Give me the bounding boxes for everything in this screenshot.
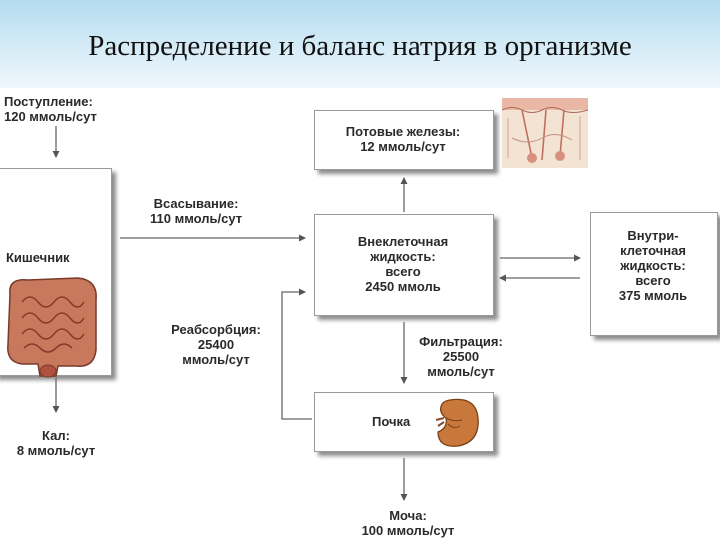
icf-box [590, 212, 718, 336]
feces-line1: Кал: [42, 428, 70, 443]
absorption-label: Всасывание: 110 ммоль/сут [150, 196, 242, 226]
slide-header [0, 0, 720, 88]
urine-line2: 100 ммоль/сут [361, 523, 455, 538]
filtration-label: Фильтрация: 25500 ммоль/сут [402, 334, 520, 379]
ecf-label: Внеклеточная жидкость: всего 2450 ммоль [314, 234, 492, 294]
reabsorption-line3: ммоль/сут [182, 352, 250, 367]
icf-line4: всего [635, 273, 671, 288]
absorption-line1: Всасывание: [153, 196, 239, 211]
slide-title: Распределение и баланс натрия в организм… [88, 30, 632, 62]
icf-line5: 375 ммоль [618, 288, 688, 303]
ecf-box [314, 214, 494, 316]
icf-line3: жидкость: [620, 258, 686, 273]
urine-label: Моча: 100 ммоль/сут [346, 508, 470, 538]
icf-line2: клеточная [620, 243, 686, 258]
sweat-glands-label: Потовые железы: 12 ммоль/сут [314, 124, 492, 154]
urine-line1: Моча: [389, 508, 427, 523]
intake-line2: 120 ммоль/сут [4, 109, 97, 124]
reabsorption-label: Реабсорбция: 25400 ммоль/сут [157, 322, 275, 367]
skin-illustration [502, 98, 588, 168]
sweat-glands-box [314, 110, 494, 170]
ecf-line4: 2450 ммоль [365, 279, 441, 294]
sweat-glands-line2: 12 ммоль/сут [360, 139, 446, 154]
feces-line2: 8 ммоль/сут [16, 443, 96, 458]
filtration-line2: 25500 [442, 349, 480, 364]
kidney-illustration [435, 398, 479, 447]
absorption-line2: 110 ммоль/сут [150, 211, 243, 226]
reabsorption-line1: Реабсорбция: [171, 322, 261, 337]
icf-line1: Внутри- [627, 228, 679, 243]
ecf-line3: всего [385, 264, 421, 279]
ecf-line2: жидкость: [370, 249, 436, 264]
filtration-line1: Фильтрация: [419, 334, 503, 349]
sweat-glands-line1: Потовые железы: [345, 124, 461, 139]
reabsorption-arrow [281, 288, 312, 420]
intestine-illustration [7, 277, 97, 378]
icf-label: Внутри- клеточная жидкость: всего 375 мм… [590, 228, 716, 303]
intake-line1: Поступление: [4, 94, 93, 109]
feces-label: Кал: 8 ммоль/сут [6, 428, 106, 458]
reabsorption-line2: 25400 [197, 337, 235, 352]
intestine-label: Кишечник [6, 250, 70, 265]
ecf-line1: Внеклеточная [357, 234, 449, 249]
filtration-line3: ммоль/сут [427, 364, 495, 379]
intake-label: Поступление: 120 ммоль/сут [4, 94, 97, 124]
kidney-label: Почка [372, 414, 411, 429]
